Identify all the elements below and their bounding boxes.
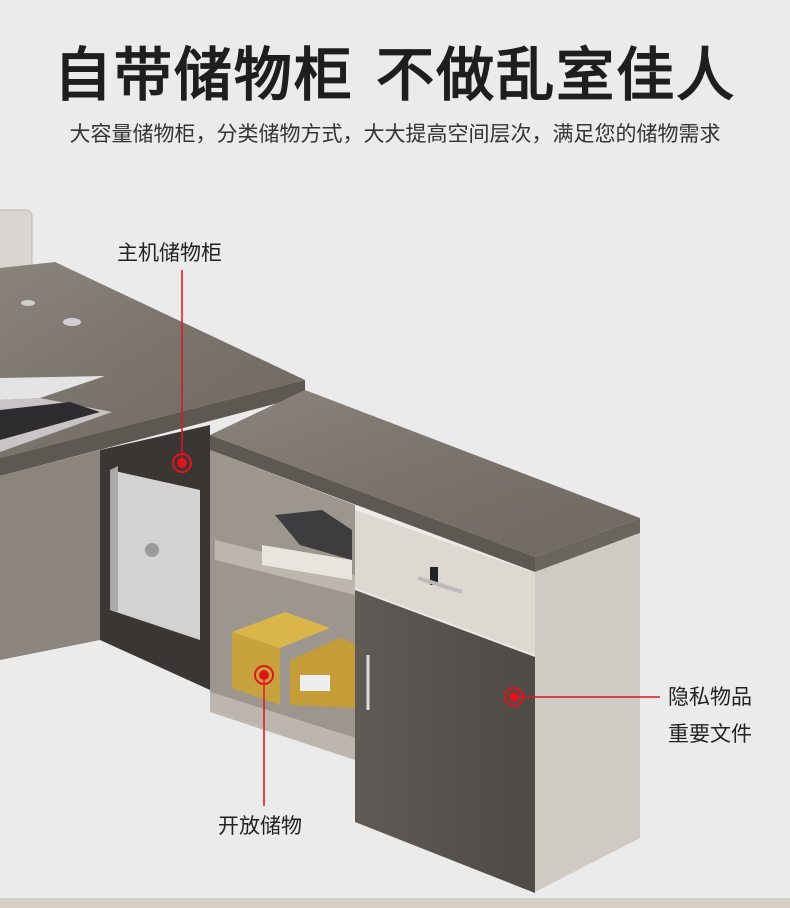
- laptop: [0, 376, 112, 452]
- marker-dot-open: [254, 665, 274, 685]
- callout-label-private-items: 隐私物品: [668, 685, 752, 709]
- cabinet-door: [355, 590, 535, 893]
- storage-boxes: [232, 612, 355, 708]
- headline-title: 自带储物柜 不做乱室佳人: [53, 41, 737, 109]
- computer-tower: [110, 466, 200, 640]
- marker-dot-private: [504, 687, 524, 707]
- callout-label-host-cabinet: 主机储物柜: [117, 241, 222, 265]
- callout-label-open-storage: 开放储物: [218, 814, 302, 838]
- drawer: [355, 510, 535, 655]
- books: [262, 510, 352, 580]
- marker-dot-host: [172, 453, 192, 473]
- bottom-strip: [0, 898, 790, 908]
- callout-label-important-files: 重要文件: [668, 722, 752, 746]
- desk-pedestal: [0, 450, 100, 660]
- headline-subtitle: 大容量储物柜，分类储物方式，大大提高空间层次，满足您的储物需求: [69, 122, 721, 146]
